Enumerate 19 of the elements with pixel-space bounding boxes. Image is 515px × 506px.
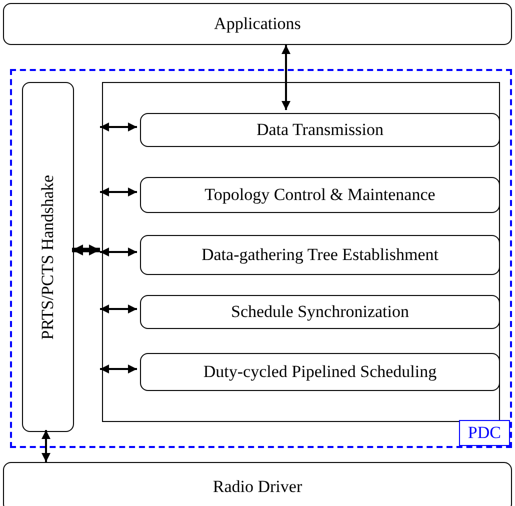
process-box: Applications: [3, 3, 512, 45]
arrow: [100, 248, 137, 256]
arrow: [100, 304, 137, 314]
process-box: Radio Driver: [3, 462, 512, 506]
group-frame: [10, 69, 512, 448]
process-box: Data Transmission: [140, 113, 500, 147]
process-box: Data-gathering Tree Establishment: [140, 235, 500, 275]
arrow: [42, 430, 50, 462]
arrow: [100, 122, 137, 132]
process-box: Schedule Synchronization: [140, 295, 500, 329]
arrow: [100, 188, 137, 196]
process-box: Duty-cycled Pipelined Scheduling: [140, 353, 500, 391]
arrow: [100, 364, 137, 374]
process-box: PRTS/PCTS Handshake: [22, 82, 74, 432]
group-label: PDC: [458, 420, 510, 446]
arrow: [282, 45, 290, 110]
arrow: [72, 244, 100, 256]
process-box: Topology Control & Maintenance: [140, 177, 500, 213]
module-frame: [102, 82, 500, 422]
